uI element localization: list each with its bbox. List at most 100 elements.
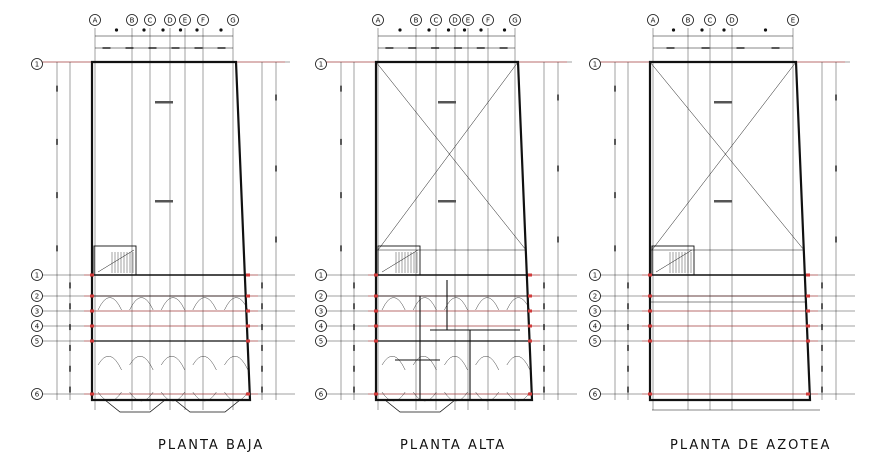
axis-bubble-label: E (791, 16, 795, 24)
axis-bubble-circle (589, 290, 601, 302)
axis-bubble-circle (89, 14, 101, 26)
dimension-node (479, 28, 483, 32)
circuit-arc (192, 391, 217, 402)
title-planta-alta: PLANTA ALTA (400, 438, 507, 453)
column-marker (806, 273, 810, 277)
axis-bubble-label: D (452, 16, 457, 24)
column-axis-bubble-c: C (430, 14, 442, 26)
stair (377, 245, 421, 276)
row-axis-bubble-4: 4 (315, 320, 327, 332)
axis-bubble-circle (509, 14, 521, 26)
column-marker (246, 309, 250, 313)
axis-bubble-circle (482, 14, 494, 26)
axis-bubble-label: 6 (319, 390, 324, 398)
axis-bubble-label: B (686, 16, 691, 24)
column-axis-bubble-f: F (482, 14, 494, 26)
axis-bubble-circle (31, 58, 43, 70)
axis-bubble-label: D (167, 16, 172, 24)
column-axis-bubble-g: G (227, 14, 239, 26)
column-marker (90, 309, 94, 313)
circuit-arc (224, 297, 249, 311)
dimension-node (142, 28, 146, 32)
column-marker (648, 392, 652, 396)
axis-bubble-label: 5 (319, 337, 323, 345)
column-marker (374, 294, 378, 298)
circuit-arc (444, 356, 468, 371)
axis-bubble-circle (430, 14, 442, 26)
title-planta-baja: PLANTA BAJA (158, 438, 265, 453)
axis-bubble-circle (31, 269, 43, 281)
room-label-mark (155, 101, 173, 104)
circuit-arc (381, 391, 406, 402)
circuit-arc (475, 391, 499, 402)
dimension-node (671, 28, 676, 32)
row-axis-bubble-4: 4 (589, 320, 601, 332)
dimension-node (427, 28, 431, 32)
row-axis-bubble-2: 2 (315, 290, 327, 302)
column-marker (648, 273, 652, 277)
room-label-mark (155, 200, 173, 203)
axis-bubble-circle (179, 14, 191, 26)
axis-bubble-label: 3 (319, 307, 323, 315)
dimension-node (161, 28, 165, 32)
axis-bubble-label: 1 (35, 60, 39, 68)
axis-bubble-circle (589, 388, 601, 400)
axis-bubble-circle (704, 14, 716, 26)
column-marker (806, 309, 810, 313)
axis-bubble-label: 1 (319, 60, 323, 68)
row-axis-bubble-1: 1 (31, 269, 43, 281)
top-row-axis-bubble: 1 (589, 58, 601, 70)
axis-bubble-label: 4 (319, 322, 324, 330)
axis-bubble-label: 1 (593, 271, 597, 279)
column-marker (528, 324, 532, 328)
void-cross-line (649, 61, 805, 251)
circuit-arc (444, 391, 468, 402)
axis-bubble-label: C (148, 16, 153, 24)
column-marker (648, 309, 652, 313)
dimension-node (700, 28, 704, 32)
row-axis-bubble-3: 3 (315, 305, 327, 317)
row-axis-bubble-6: 6 (31, 388, 43, 400)
circuit-arc (381, 356, 406, 371)
axis-bubble-label: 6 (593, 390, 598, 398)
stair-arrow (655, 249, 693, 273)
axis-bubble-label: C (434, 16, 439, 24)
column-axis-bubble-e: E (787, 14, 799, 26)
axis-bubble-label: D (729, 16, 734, 24)
circuit-arc (129, 297, 154, 311)
circuit-arc (97, 356, 122, 371)
circuit-arc (192, 297, 217, 311)
axis-bubble-circle (449, 14, 461, 26)
column-marker (246, 294, 250, 298)
axis-bubble-circle (315, 305, 327, 317)
axis-bubble-circle (647, 14, 659, 26)
outer-wall (648, 60, 812, 402)
axis-bubble-label: 4 (35, 322, 40, 330)
column-marker (806, 392, 810, 396)
axis-bubble-circle (31, 320, 43, 332)
top-row-axis-bubble: 1 (315, 58, 327, 70)
column-axis-bubble-c: C (704, 14, 716, 26)
axis-bubble-circle (315, 320, 327, 332)
axis-bubble-circle (589, 269, 601, 281)
outer-wall (90, 60, 252, 402)
column-marker (528, 294, 532, 298)
front-steps (104, 399, 241, 413)
room-label-mark (714, 200, 732, 203)
axis-bubble-label: 4 (593, 322, 598, 330)
axis-bubble-label: B (414, 16, 419, 24)
dimension-node (722, 28, 726, 32)
dimension-node (763, 28, 768, 32)
axis-bubble-label: B (130, 16, 135, 24)
axis-bubble-label: 2 (319, 292, 323, 300)
room-label-mark (438, 200, 456, 203)
dimension-node (398, 28, 402, 32)
row-axis-bubble-2: 2 (31, 290, 43, 302)
circuit-arc (444, 297, 468, 311)
column-marker (90, 392, 94, 396)
column-marker (90, 273, 94, 277)
column-marker (528, 309, 532, 313)
row-axis-bubble-5: 5 (589, 335, 601, 347)
